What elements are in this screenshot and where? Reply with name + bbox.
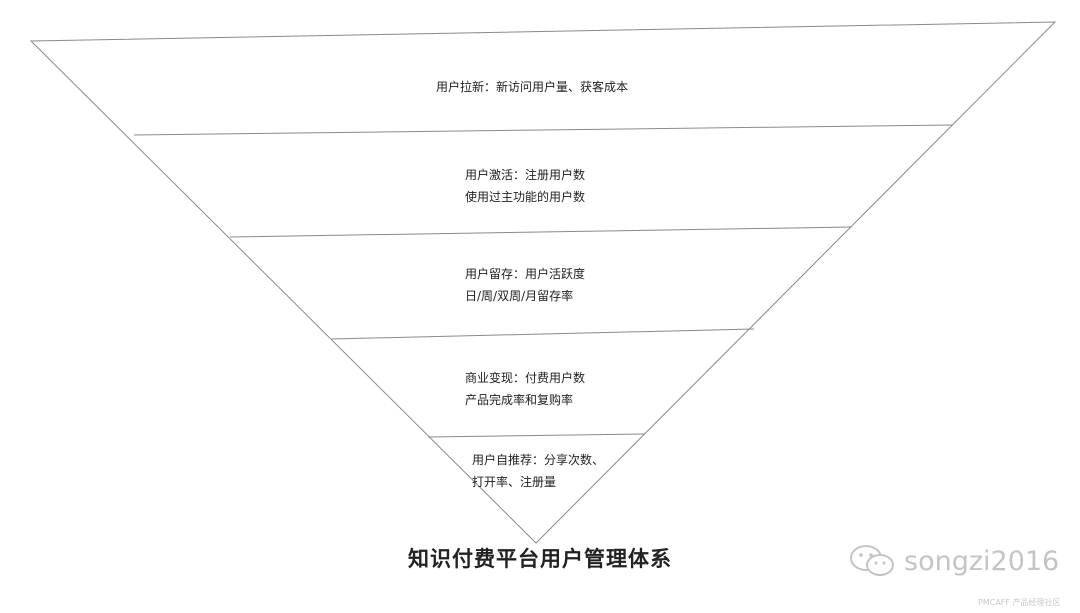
stage-4-line-1: 商业变现：付费用户数 [465,371,586,385]
stage-divider [229,226,853,238]
stage-5-text: 用户自推荐：分享次数、 打开率、注册量 [472,449,604,493]
watermark-text: songzi2016 [904,545,1060,577]
diagram-title: 知识付费平台用户管理体系 [408,547,672,571]
stage-1-line-1: 用户拉新：新访问用户量、获客成本 [436,80,629,94]
stage-divider [133,124,953,136]
stage-2-line-2: 使用过主功能的用户数 [465,190,586,204]
stage-3-line-2: 日/周/双周/月留存率 [465,289,574,303]
stage-2-text: 用户激活：注册用户数 使用过主功能的用户数 [465,164,585,208]
stage-3-line-1: 用户留存：用户活跃度 [465,267,586,281]
watermark: songzi2016 [848,543,1059,579]
stage-5-line-1: 用户自推荐：分享次数、 [472,453,605,467]
stage-divider [427,433,645,438]
wechat-icon [850,545,894,576]
stage-divider [330,328,755,340]
stage-4-text: 商业变现：付费用户数 产品完成率和复购率 [465,367,585,411]
stage-1-text: 用户拉新：新访问用户量、获客成本 [436,76,628,98]
footmark: PMCAFF 产品经理社区 [978,598,1061,607]
stage-5-line-2: 打开率、注册量 [472,475,557,489]
stage-3-text: 用户留存：用户活跃度 日/周/双周/月留存率 [465,263,585,307]
stage-2-line-1: 用户激活：注册用户数 [465,168,586,182]
stage-4-line-2: 产品完成率和复购率 [465,393,574,407]
funnel-outline [29,21,1057,544]
